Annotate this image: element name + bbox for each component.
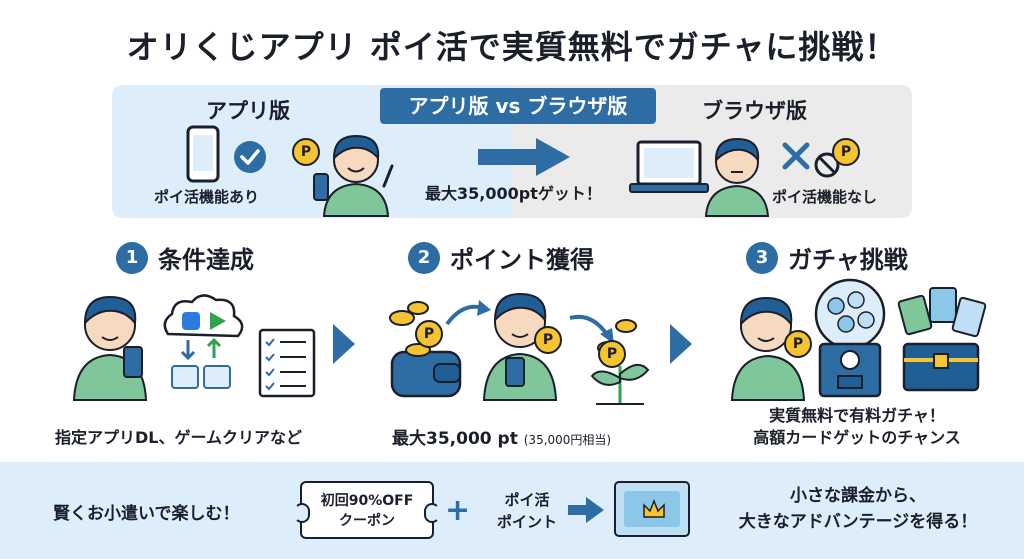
summary-lead: 賢くお小遣いで楽しむ！ [53,504,240,524]
step-2-number: 2 [408,241,440,274]
step-1-number: 1 [116,241,148,274]
cloud-download-icon [163,294,244,389]
neutral-person-icon [704,137,770,217]
step-3-caption: 実質無料で有料ガチャ！ 高額カードゲットのチャンス [722,405,992,449]
point-coin-icon: P [534,326,562,354]
app-version-title: アプリ版 [206,99,290,123]
happy-person-icon [313,134,394,217]
coupon-ticket: 初回90%OFF クーポン [294,481,440,539]
page-title: オリくじアプリ ポイ活で実質無料でガチャに挑戦！ [126,28,898,66]
person-with-coin-icon [730,296,806,401]
step-3-caption-line-2: 高額カードゲットのチャンス [753,428,961,447]
person-with-phone-icon [482,292,558,401]
step-2-header: 2 ポイント獲得 [408,240,594,275]
treasure-chest-cards-icon [897,287,987,392]
cross-icon [782,142,810,170]
curved-arrow-icon [445,300,491,326]
point-coin-icon: P [415,320,443,348]
step-3-caption-line-1: 実質無料で有料ガチャ！ [769,406,945,425]
coupon-line-1: 初回90%OFF [320,493,414,509]
step-2-caption-main: 最大35,000 pt [392,429,518,449]
point-coin-icon: P [832,138,860,166]
conclusion-line-2: 大きなアドバンテージを得る！ [738,512,978,532]
crown-icon [643,498,665,518]
step-3-title: ガチャ挑戦 [788,246,908,274]
points-label: ポイ活 ポイント [482,489,572,533]
step-1-header: 1 条件達成 [116,240,254,275]
step-3-number: 3 [746,241,778,274]
wallet-coins-icon [389,301,462,398]
points-line-1: ポイ活 [504,491,550,509]
summary-arrow-icon [568,497,604,523]
gacha-machine-icon [814,278,886,398]
app-version-note: ポイ活機能あり [154,188,260,206]
step-arrow-1 [333,324,355,364]
person-with-phone-icon [72,295,148,401]
points-line-2: ポイント [496,513,557,531]
max-points-note: 最大35,000ptゲット！ [425,184,602,203]
step-arrow-2 [670,324,692,364]
laptop-icon [629,140,709,193]
check-icon [234,141,266,173]
browser-version-title: ブラウザ版 [702,99,807,123]
step-2-caption-sub: (35,000円相当) [523,433,612,447]
summary-band [0,462,1024,559]
comparison-banner: アプリ版 vs ブラウザ版 [380,88,656,124]
no-points-icon [814,152,840,178]
summary-conclusion: 小さな課金から、 大きなアドバンテージを得る！ [708,483,1008,535]
browser-version-note: ポイ活機能なし [772,188,878,206]
point-coin-icon: P [598,340,626,368]
plus-icon: + [445,493,471,528]
conclusion-line-1: 小さな課金から、 [790,486,926,506]
step-2-caption: 最大35,000 pt (35,000円相当) [392,424,611,449]
checklist-icon [258,328,316,398]
premium-card-icon [614,481,690,537]
point-coin-icon: P [784,330,812,358]
comparison-arrow-icon [478,138,570,176]
step-3-header: 3 ガチャ挑戦 [746,240,908,275]
point-coin-icon: P [292,138,320,166]
coupon-line-2: クーポン [339,513,395,529]
step-1-title: 条件達成 [158,246,254,274]
smartphone-icon [186,125,220,183]
step-1-caption: 指定アプリDL、ゲームクリアなど [55,428,302,447]
step-2-title: ポイント獲得 [450,246,594,274]
